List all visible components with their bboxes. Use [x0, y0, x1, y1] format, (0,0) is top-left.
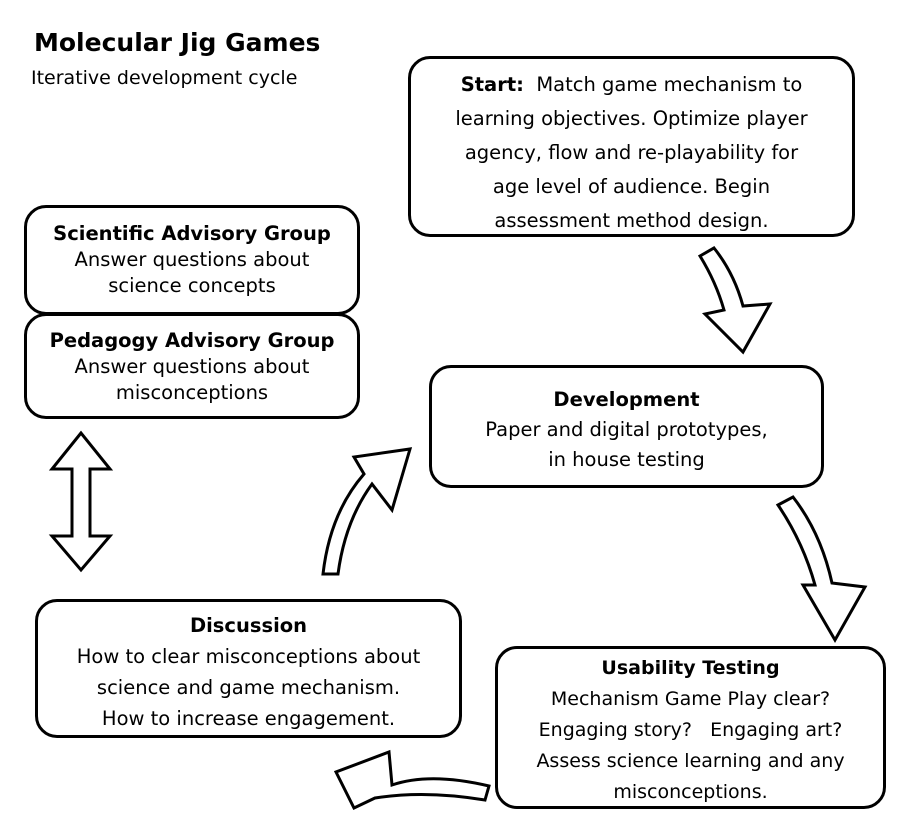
discussion-line-3: How to increase engagement.: [101, 707, 396, 730]
development-box: Development Paper and digital prototypes…: [429, 365, 824, 488]
diagram-title: Molecular Jig Games: [34, 28, 321, 57]
pedagogy-advisory-line-1: Answer questions about: [74, 355, 310, 378]
discussion-box: Discussion How to clear misconceptions a…: [35, 599, 462, 738]
discussion-line-1: How to clear misconceptions about: [76, 645, 421, 668]
discussion-heading: Discussion: [189, 614, 308, 637]
development-line-1: Paper and digital prototypes,: [485, 418, 768, 441]
scientific-advisory-heading: Scientific Advisory Group: [53, 222, 331, 245]
usability-heading: Usability Testing: [601, 657, 780, 679]
diagram-subtitle: Iterative development cycle: [31, 67, 298, 89]
pedagogy-advisory-line-2: misconceptions: [115, 381, 269, 404]
arrow-advisory-discussion-bidirectional: [48, 430, 114, 573]
scientific-advisory-line-2: science concepts: [108, 274, 276, 297]
start-box: Start: Match game mechanism to learning …: [408, 56, 855, 237]
start-heading: Start:: [460, 73, 524, 96]
start-text-line-3: agency, flow and re-playability for: [464, 141, 799, 164]
usability-line-2: Engaging story? Engaging art?: [538, 719, 843, 741]
start-text-line-5: assessment method design.: [494, 209, 769, 232]
pedagogy-advisory-heading: Pedagogy Advisory Group: [49, 329, 335, 352]
usability-testing-box: Usability Testing Mechanism Game Play cl…: [495, 646, 886, 809]
start-text-line-1: Match game mechanism to: [536, 73, 803, 96]
start-text-line-4: age level of audience. Begin: [492, 175, 771, 198]
usability-line-1: Mechanism Game Play clear?: [550, 688, 831, 710]
usability-line-4: misconceptions.: [613, 781, 768, 803]
development-heading: Development: [553, 388, 700, 411]
scientific-advisory-box: Scientific Advisory Group Answer questio…: [24, 205, 360, 315]
usability-line-3: Assess science learning and any: [536, 750, 845, 772]
pedagogy-advisory-box: Pedagogy Advisory Group Answer questions…: [24, 313, 360, 419]
development-line-2: in house testing: [548, 448, 705, 471]
arrow-discussion-to-development: [321, 447, 413, 576]
arrow-development-to-usability: [775, 495, 868, 644]
arrow-start-to-development: [697, 246, 773, 355]
scientific-advisory-line-1: Answer questions about: [74, 248, 310, 271]
arrow-usability-to-discussion: [333, 749, 491, 810]
start-text-line-2: learning objectives. Optimize player: [455, 107, 808, 130]
discussion-line-2: science and game mechanism.: [96, 676, 401, 699]
